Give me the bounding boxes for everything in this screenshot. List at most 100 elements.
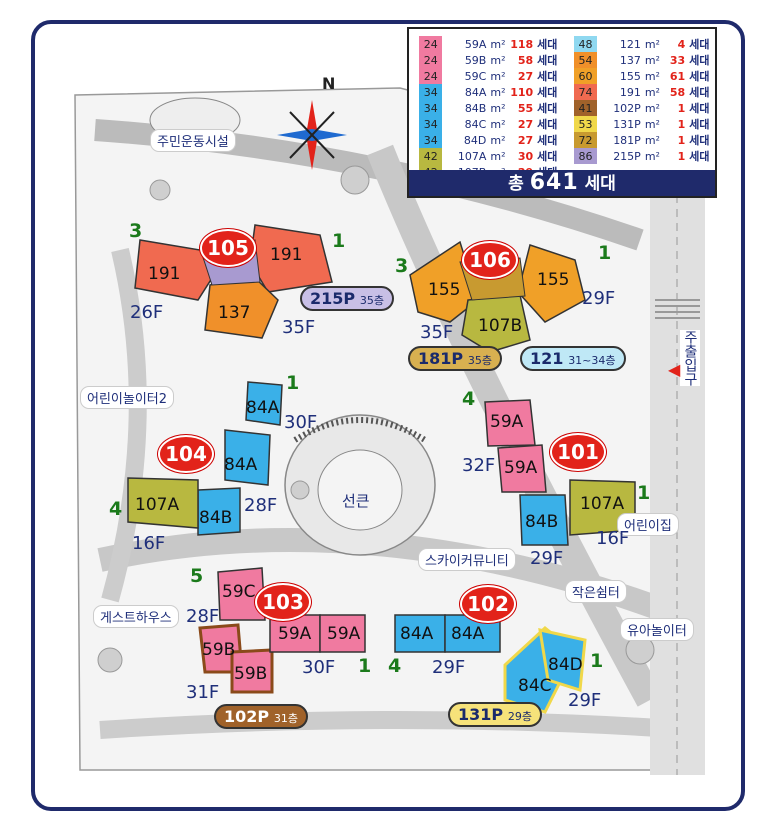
legend-unit: m²: [644, 117, 660, 131]
place-sky-community: 스카이커뮤니티: [418, 548, 516, 571]
legend-type: 155: [619, 69, 641, 83]
b104-floor-a: 30F: [284, 412, 318, 433]
b103-floor-c: 30F: [302, 657, 336, 678]
place-playground2: 어린이놀이터2: [80, 386, 175, 409]
legend-type: 84B: [464, 101, 487, 115]
legend-unit: m²: [490, 69, 506, 83]
legend-code: 34: [419, 116, 443, 132]
b101-floor-b: 29F: [530, 548, 564, 569]
legend-count: 61: [669, 69, 686, 83]
b103-unit-c: 59B: [234, 664, 268, 684]
legend-type: 59A: [464, 37, 487, 51]
legend-suffix: 세대: [537, 102, 558, 115]
b106-unit-b: 155: [537, 270, 570, 290]
legend-unit: m²: [644, 101, 660, 115]
b105-corner-left: 3: [129, 220, 143, 242]
legend-spacer: [563, 36, 574, 52]
legend-count: 1: [677, 149, 686, 163]
legend-code: 24: [419, 52, 443, 68]
building-102-badge: 102: [460, 585, 516, 623]
legend-unit: m²: [490, 149, 506, 163]
place-sunken: 선큰: [342, 492, 370, 510]
b106-unit-a: 155: [428, 280, 461, 300]
b105-penthouse-floor: 35층: [359, 294, 385, 307]
b106-floor-right: 29F: [582, 288, 616, 309]
b106-penthouse-type: 181P: [418, 349, 464, 368]
legend-type: 84C: [464, 117, 487, 131]
legend-unit: m²: [490, 101, 506, 115]
building-105-badge: 105: [200, 229, 256, 267]
legend-suffix: 세대: [537, 86, 558, 99]
b101-unit-a: 59A: [490, 412, 524, 432]
b101-corner-a: 4: [462, 388, 476, 410]
legend-code: 34: [419, 132, 443, 148]
legend-unit: m²: [644, 53, 660, 67]
b103-penthouse-tag: 102P 31층: [214, 704, 309, 729]
b105-corner-right: 1: [332, 230, 346, 252]
legend-type: 131P: [613, 117, 641, 131]
b101-unit-b: 59A: [504, 458, 538, 478]
legend-count: 27: [517, 117, 534, 131]
legend-type: 215P: [613, 149, 641, 163]
building-104-badge: 104: [158, 435, 214, 473]
b103-penthouse-floor: 31층: [273, 712, 299, 725]
b102-penthouse-floor: 29층: [507, 710, 533, 723]
legend-type: 191: [619, 85, 641, 99]
legend-unit: m²: [490, 53, 506, 67]
b102-unit-c: 84C: [518, 676, 552, 696]
legend-type: 102P: [613, 101, 641, 115]
b103-penthouse-type: 102P: [224, 707, 270, 726]
legend-type: 107A: [457, 149, 487, 163]
b102-unit-a: 84A: [400, 624, 434, 644]
b102-penthouse-type: 131P: [458, 705, 504, 724]
b106-121-type: 121: [530, 349, 564, 368]
legend-count: 1: [677, 101, 686, 115]
b102-floor-b: 29F: [568, 690, 602, 711]
legend-suffix: 세대: [537, 134, 558, 147]
legend-suffix: 세대: [537, 70, 558, 83]
b103-unit-e: 59A: [327, 624, 361, 644]
legend-code: 60: [573, 68, 598, 84]
legend-spacer: [563, 68, 574, 84]
legend-unit: m²: [644, 37, 660, 51]
b102-unit-b: 84A: [451, 624, 485, 644]
b105-unit-a: 191: [148, 264, 181, 284]
compass-north-label: N: [322, 74, 336, 93]
legend-suffix: 세대: [689, 38, 710, 51]
b105-floor-left: 26F: [130, 302, 164, 323]
legend-suffix: 세대: [537, 38, 558, 51]
legend-count: 58: [669, 85, 686, 99]
legend-count: 27: [517, 133, 534, 147]
legend-suffix: 세대: [689, 102, 710, 115]
b104-corner-b: 4: [109, 498, 123, 520]
legend-count: 4: [677, 37, 686, 51]
legend-type: 181P: [613, 133, 641, 147]
legend-suffix: 세대: [689, 70, 710, 83]
legend-count: 1: [677, 117, 686, 131]
place-daycare: 어린이집: [617, 513, 679, 536]
legend-type: 59B: [464, 53, 487, 67]
b103-unit-d: 59A: [278, 624, 312, 644]
b102-corner-a: 4: [388, 655, 402, 677]
building-101-badge: 101: [550, 433, 606, 471]
b102-penthouse-tag: 131P 29층: [448, 702, 543, 727]
legend-spacer: [563, 148, 574, 164]
place-guesthouse: 게스트하우스: [93, 605, 179, 628]
b104-unit-d: 107A: [135, 495, 180, 515]
legend-suffix: 세대: [689, 134, 710, 147]
legend-unit: m²: [644, 149, 660, 163]
legend-code: 53: [573, 116, 598, 132]
b106-penthouse-floor: 35층: [467, 354, 493, 367]
legend-count: 33: [669, 53, 686, 67]
b105-unit-b: 191: [270, 245, 303, 265]
entrance-arrow-icon: ◀: [668, 360, 681, 379]
b105-unit-c: 137: [218, 303, 251, 323]
b105-penthouse-tag: 215P 35층: [300, 286, 395, 311]
legend-spacer: [563, 116, 574, 132]
legend-count: 58: [517, 53, 534, 67]
legend-type: 84A: [464, 85, 487, 99]
